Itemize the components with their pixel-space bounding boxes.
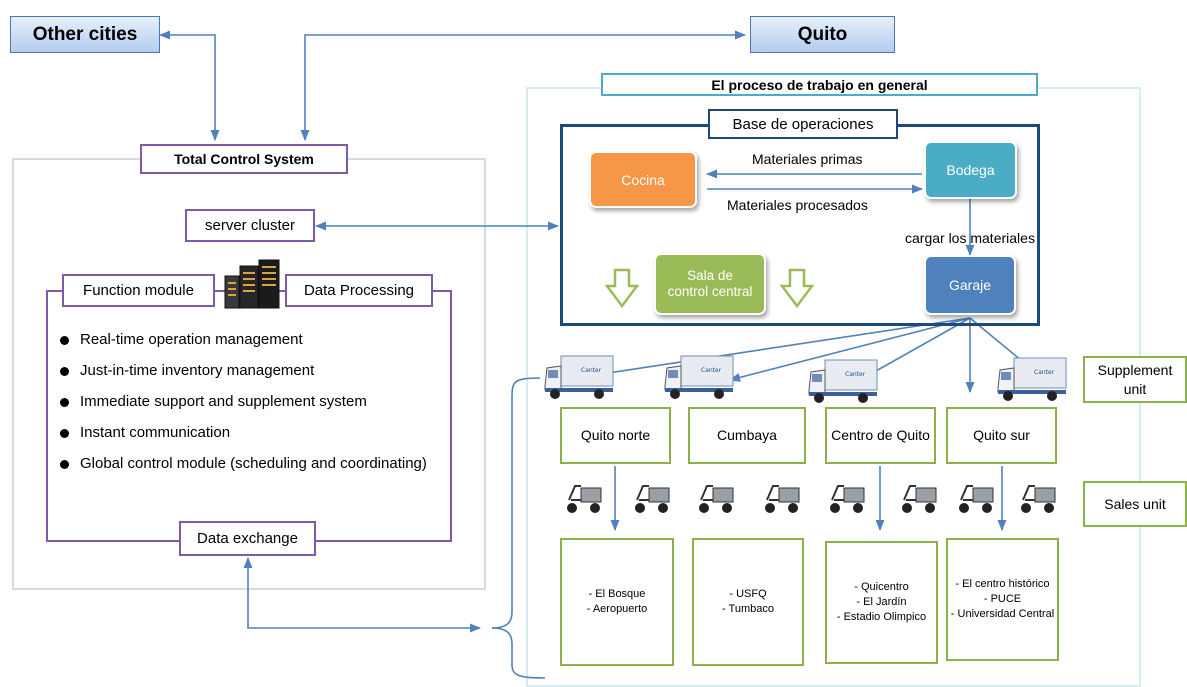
svg-text:Canter: Canter (581, 367, 602, 374)
delivery-truck-icon: Canter (808, 359, 878, 403)
destinations-quito-norte: - El Bosque - Aeropuerto (560, 538, 674, 666)
function-item: Global control module (scheduling and co… (58, 454, 448, 474)
svg-text:Canter: Canter (845, 371, 866, 378)
electric-tricycle-icon (958, 485, 994, 514)
delivery-truck-icon: Canter (664, 355, 734, 399)
electric-tricycle-icon (698, 485, 734, 514)
svg-text:Canter: Canter (701, 367, 722, 374)
total-control-system-title: Total Control System (140, 144, 348, 174)
garaje-node: Garaje (924, 255, 1016, 315)
function-item: Immediate support and supplement system (58, 392, 448, 412)
electric-tricycle-icon (634, 485, 670, 514)
delivery-truck-icon: Canter (544, 355, 614, 399)
sala-control-node: Sala de control central (654, 253, 766, 315)
function-item: Just-in-time inventory management (58, 361, 448, 381)
zone-centro-quito: Centro de Quito (825, 407, 936, 464)
base-operaciones-title: Base de operaciones (708, 109, 898, 139)
electric-tricycle-icon (1020, 485, 1056, 514)
function-list: Real-time operation management Just-in-t… (58, 330, 448, 485)
destinations-cumbaya: - USFQ - Tumbaco (692, 538, 804, 666)
sales-unit-box: Sales unit (1083, 481, 1187, 527)
delivery-truck-icon: Canter (997, 357, 1067, 401)
server-icon (221, 256, 283, 312)
bodega-node: Bodega (924, 141, 1017, 199)
zone-quito-norte: Quito norte (560, 407, 671, 464)
materiales-procesados-label: Materiales procesados (727, 197, 868, 213)
function-item: Real-time operation management (58, 330, 448, 350)
quito-button[interactable]: Quito (750, 16, 895, 53)
svg-text:Canter: Canter (1034, 369, 1055, 376)
server-cluster-box: server cluster (185, 209, 315, 242)
supplement-unit-box: Supplement unit (1083, 356, 1187, 403)
other-cities-button[interactable]: Other cities (10, 16, 160, 53)
cargar-materiales-label: cargar los materiales (905, 230, 1035, 246)
hollow-down-arrow-icon (605, 268, 639, 308)
electric-tricycle-icon (829, 485, 865, 514)
data-exchange-box: Data exchange (179, 521, 316, 556)
cocina-node: Cocina (589, 151, 697, 208)
electric-tricycle-icon (566, 485, 602, 514)
hollow-down-arrow-icon (780, 268, 814, 308)
destinations-centro-quito: - Quicentro - El Jardín - Estadio Olimpi… (825, 541, 938, 664)
function-module-box: Function module (62, 274, 215, 307)
materiales-primas-label: Materiales primas (752, 151, 863, 167)
destinations-quito-sur: - El centro histórico - PUCE - Universid… (946, 538, 1059, 661)
electric-tricycle-icon (764, 485, 800, 514)
data-processing-box: Data Processing (285, 274, 433, 307)
process-title: El proceso de trabajo en general (601, 73, 1038, 96)
electric-tricycle-icon (901, 485, 937, 514)
zone-quito-sur: Quito sur (946, 407, 1057, 464)
zone-cumbaya: Cumbaya (688, 407, 806, 464)
function-item: Instant communication (58, 423, 448, 443)
